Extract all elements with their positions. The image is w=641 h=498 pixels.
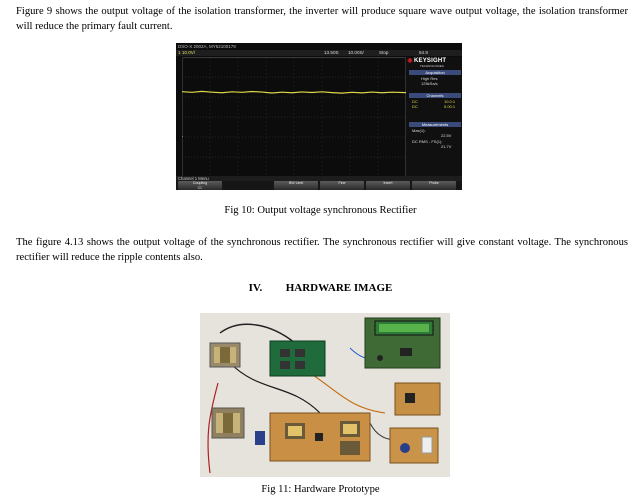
scope-model-label: DSO-X 2002A, MY52100179 [178,44,236,49]
scope-brand-sub: TECHNOLOGIES [420,64,444,68]
keysight-logo-icon: ✺ [407,58,413,65]
scope-brand: KEYSIGHT [414,58,447,64]
acquisition-mode: High Res [421,76,438,81]
acquisition-rate: 125kSa/s [421,81,438,86]
oscilloscope-screenshot: DSO-X 2002A, MY52100179 1 10.0V/ 13.50S … [176,43,462,190]
scope-timebase: 13.50S [324,50,339,55]
channels-header: Channels [409,93,461,98]
channel2-probe: 5.00:1 [444,104,456,109]
paragraph-figure413: The figure 4.13 shows the output voltage… [16,237,628,263]
section-heading: IV. HARDWARE IMAGE [0,282,641,294]
scope-top-bar [176,50,462,56]
softkey-invert[interactable]: Invert [366,181,410,190]
hardware-prototype-photo [200,313,450,477]
section-title: HARDWARE IMAGE [285,282,393,294]
measurement-max-value: 22.5V [441,133,452,138]
scope-trace [182,90,406,94]
scope-softkeys: Coupling DC BW Limit Fine Invert Probe [176,181,462,190]
scope-graticule: 1 [182,57,406,190]
section-number: IV. [248,282,263,294]
softkey-coupling[interactable]: Coupling DC [178,181,222,190]
scope-channel-scale: 1 10.0V/ [178,50,196,55]
softkey-bw-limit[interactable]: BW Limit [274,181,318,190]
hardware-illustration [200,313,450,477]
channel2-coupling: DC [412,104,418,109]
figure10-caption: Fig 10: Output voltage synchronous Recti… [224,205,417,216]
measurements-header: Measurements [409,122,461,127]
figure11-caption: Fig 11: Hardware Prototype [261,484,380,495]
scope-time-per-div: 10.00S/ [348,50,364,55]
scope-trigger-value: 54.9 [419,50,428,55]
scope-run-state: Stop [379,50,389,55]
measurement-dcrms-label: DC RMS - FS(1): [412,139,443,144]
measurement-max-label: Max(1): [412,128,426,133]
scope-menu-title: Channel 1 Menu [178,176,209,181]
softkey-probe[interactable]: Probe [412,181,456,190]
paragraph-figure9: Figure 9 shows the output voltage of the… [16,6,628,32]
acquisition-header: Acquisition [409,70,461,75]
measurement-dcrms-value: 21.7V [441,144,452,149]
softkey-fine[interactable]: Fine [320,181,364,190]
channel1-probe: 10.0:1 [444,99,456,104]
svg-text:1: 1 [182,132,183,139]
scope-menu-bar: Channel 1 Menu [176,176,462,181]
channel1-coupling: DC [412,99,418,104]
